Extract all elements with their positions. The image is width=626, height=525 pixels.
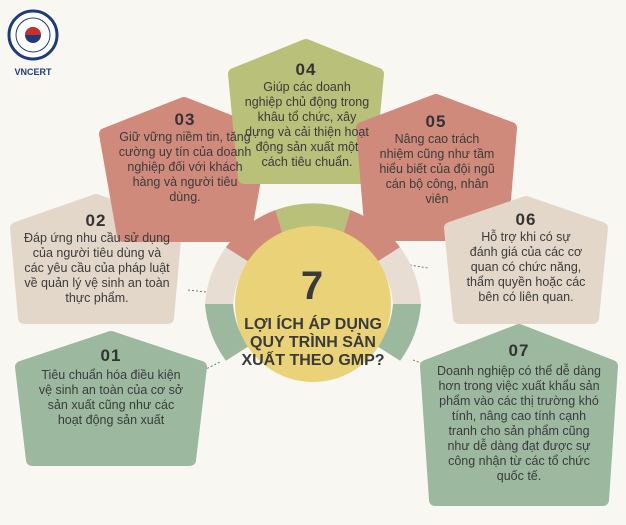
logo-wordmark: VNCERT [14,67,52,77]
benefit-05-number: 05 [425,112,447,131]
benefit-05-text: Nâng cao trách nhiệm cũng như tầm hiểu b… [379,132,495,206]
ring-sector-02 [205,247,249,304]
center-number: 7 [300,264,324,308]
pentagon-06 [444,196,608,324]
benefit-03-number: 03 [174,110,196,129]
center-title: LỢI ÍCH ÁP DỤNG QUY TRÌNH SẢN XUẤT THEO … [241,316,385,369]
benefit-01-text: Tiêu chuẩn hóa điều kiện vệ sinh an toàn… [38,368,184,427]
benefit-02-text: Đáp ứng nhu cầu sử dụng của người tiêu d… [24,231,171,305]
pentagon-01 [15,331,207,466]
benefit-01-number: 01 [100,346,122,365]
benefit-06-number: 06 [515,210,537,229]
center-circle [235,226,391,382]
pentagon-07 [420,324,618,506]
ring-sector-07 [377,304,421,361]
benefit-07-text: Doanh nghiệp có thể dễ dàng hơn trong vi… [436,364,602,483]
benefit-02-number: 02 [85,211,107,230]
pentagon-05 [356,94,517,241]
benefit-03-text: Giữ vững niềm tin, tăng cường uy tín của… [118,130,252,204]
benefit-04-text: Giúp các doanh nghiệp chủ động trong khâ… [244,80,370,169]
center-ring [205,203,421,361]
benefit-06-text: Hỗ trợ khi có sự đánh giá của các cơ qua… [466,230,586,304]
ring-sector-01 [205,304,249,361]
vncert-logo [7,9,59,61]
ring-sector-03 [225,210,284,262]
pentagon-04 [228,39,384,184]
ring-sector-06 [377,247,421,304]
benefit-07-number: 07 [508,341,530,360]
benefit-04-number: 04 [295,60,317,79]
benefit-shapes [10,39,618,506]
